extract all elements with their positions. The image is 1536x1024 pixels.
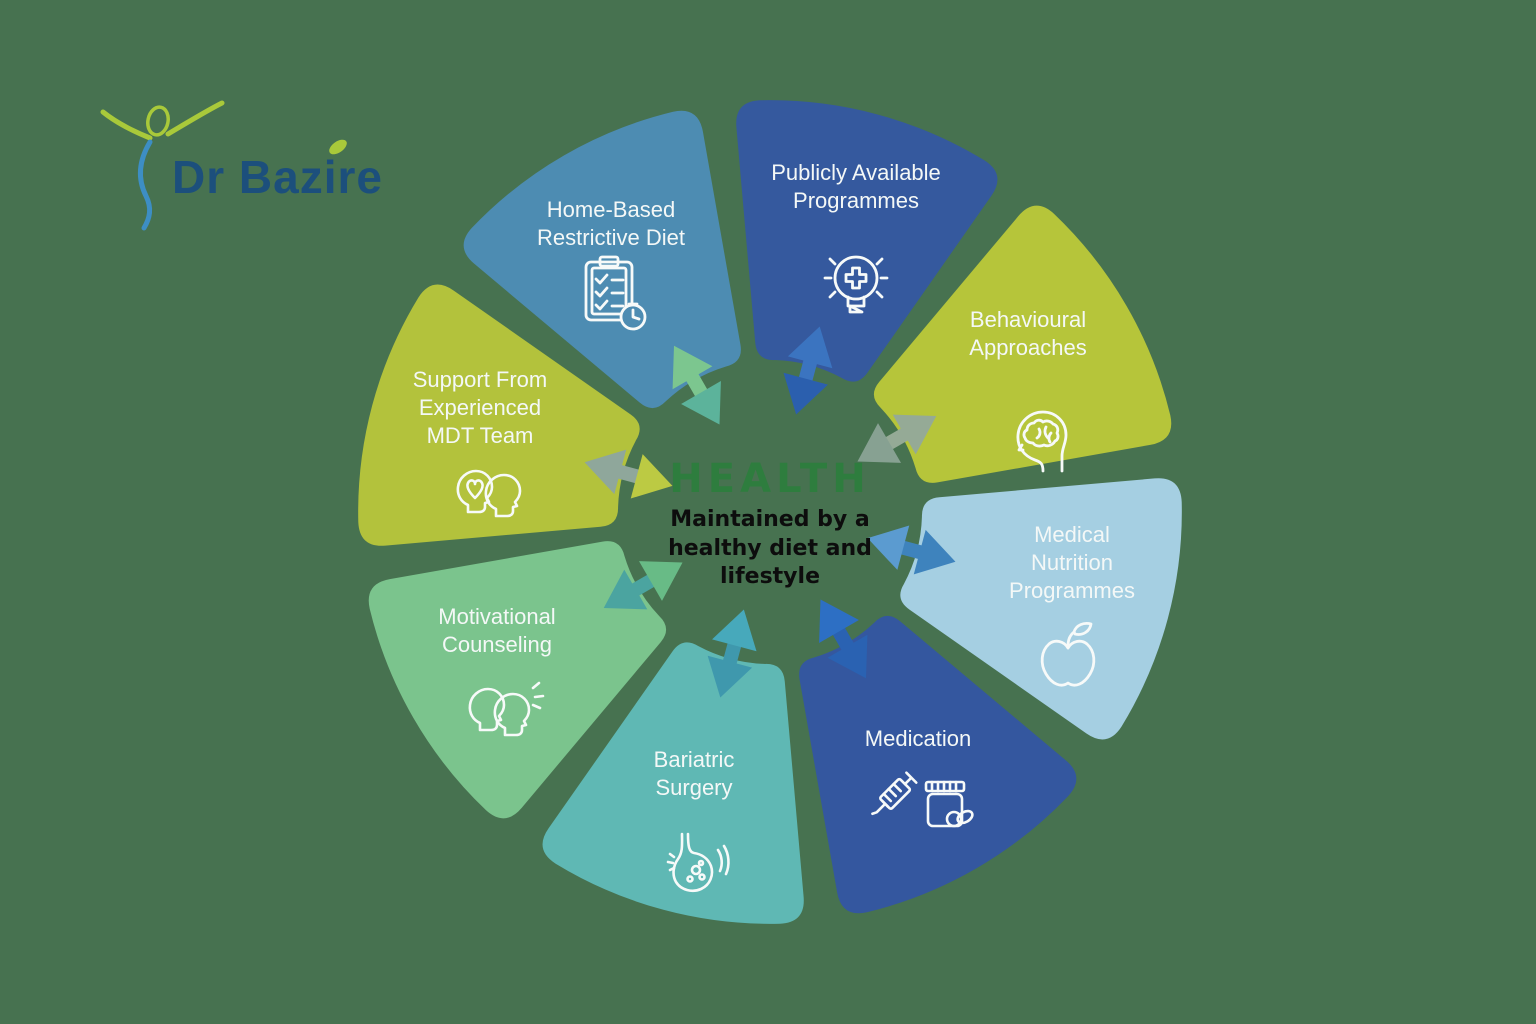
lightbulb-medical-icon bbox=[823, 255, 889, 314]
segment-label-motivational-counseling: Motivational Counseling bbox=[438, 604, 556, 657]
segment-label-support-mdt-team: Support From Experienced MDT Team bbox=[412, 367, 548, 448]
segment-label-medication: Medication bbox=[864, 726, 972, 752]
arrow-inward-icon bbox=[800, 587, 859, 644]
logo-figure-left-arm bbox=[100, 109, 153, 141]
talking-heads-icon bbox=[468, 681, 545, 737]
logo-figure-head bbox=[146, 105, 170, 137]
head-brain-icon bbox=[1016, 410, 1068, 473]
segment-label-behavioural-approaches: Behavioural Approaches bbox=[969, 307, 1087, 360]
apple-icon bbox=[1040, 622, 1096, 687]
arrow-inward-icon bbox=[681, 380, 740, 437]
heads-heart-icon bbox=[456, 469, 522, 518]
segment-label-bariatric-surgery: Bariatric Surgery bbox=[653, 747, 735, 800]
logo-figure-body bbox=[138, 139, 153, 231]
clipboard-checklist-icon bbox=[584, 255, 647, 331]
logo-leaf-icon bbox=[329, 139, 347, 155]
stomach-icon bbox=[666, 832, 730, 893]
segment-label-medical-nutrition-programmes: Medical Nutrition Programmes bbox=[1009, 522, 1135, 603]
center-subtitle: Maintained by a healthy diet and lifesty… bbox=[668, 507, 872, 590]
logo-figure bbox=[100, 100, 347, 231]
segment-label-home-based-restrictive-diet: Home-Based Restrictive Diet bbox=[537, 197, 685, 250]
arrow-inward-icon bbox=[712, 603, 767, 652]
logo-figure-right-arm bbox=[165, 100, 225, 137]
arrow-inward-icon bbox=[773, 372, 828, 421]
segment-label-publicly-available-programmes: Publicly Available Programmes bbox=[771, 160, 941, 213]
center-title: HEALTH bbox=[669, 456, 871, 502]
syringe-pills-icon bbox=[871, 771, 974, 828]
logo-brand-text: Dr Bazire bbox=[172, 151, 383, 203]
